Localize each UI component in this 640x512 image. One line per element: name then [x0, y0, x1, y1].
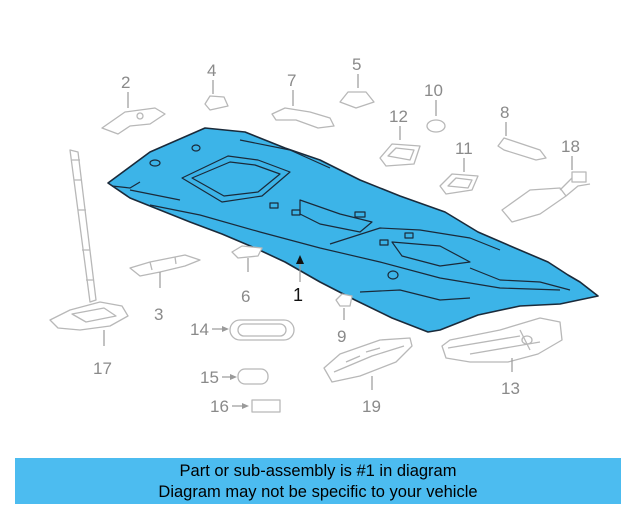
callout-arrow-16 — [242, 403, 249, 409]
part-2-bracket[interactable] — [101, 107, 166, 135]
part-17-strut-detail — [72, 159, 93, 281]
part-6-clip[interactable] — [231, 245, 263, 259]
headliner-slot-2 — [291, 209, 301, 216]
callout-17: 17 — [93, 359, 112, 378]
part-10-plug[interactable] — [426, 119, 446, 133]
parts-diagram: 1 2 3 4 5 6 7 8 9 10 11 12 13 14 — [49, 55, 599, 416]
headliner-rib-5 — [359, 289, 471, 301]
headliner-slot-5 — [354, 211, 366, 218]
callout-1: 1 — [293, 285, 303, 305]
headliner-edge-detail — [111, 181, 141, 189]
part-7-handle[interactable] — [271, 107, 335, 129]
callout-2: 2 — [121, 73, 130, 92]
callout-14: 14 — [190, 320, 209, 339]
info-banner: Part or sub-assembly is #1 in diagram Di… — [15, 458, 621, 504]
part-12-lamp[interactable] — [379, 143, 421, 167]
headliner-hole-1 — [149, 159, 161, 167]
headliner-slot-1 — [269, 202, 279, 209]
part-11-lamp[interactable] — [439, 173, 479, 195]
part-9-clip[interactable] — [335, 293, 353, 307]
banner-line-2: Diagram may not be specific to your vehi… — [158, 483, 478, 501]
headliner-rib-6 — [469, 267, 571, 291]
headliner-recess-2 — [391, 241, 471, 267]
part-12-lens — [387, 147, 415, 161]
callout-5: 5 — [352, 55, 361, 74]
callout-arrow-15 — [230, 374, 237, 380]
part-3-detail — [149, 256, 177, 271]
callout-10: 10 — [424, 81, 443, 100]
part-14-lens — [237, 323, 287, 337]
part-18-module[interactable] — [501, 187, 567, 223]
part-16-lens[interactable] — [251, 399, 281, 413]
headliner-slot-3 — [379, 239, 389, 246]
headliner-rib-3 — [329, 227, 501, 251]
headliner-rib-2 — [129, 189, 181, 201]
part-15-lens[interactable] — [237, 368, 269, 385]
callout-16: 16 — [210, 397, 229, 416]
part-3-bracket[interactable] — [129, 254, 201, 277]
part-19-console[interactable] — [323, 337, 413, 383]
part-13-trim-panel[interactable] — [441, 317, 563, 363]
headliner-rib-4 — [239, 139, 331, 169]
part-14-lamp[interactable] — [229, 319, 295, 341]
callout-18: 18 — [561, 137, 580, 156]
callout-arrow-14 — [222, 326, 229, 332]
callout-12: 12 — [389, 107, 408, 126]
sunroof-opening — [181, 155, 291, 203]
callout-6: 6 — [241, 287, 250, 306]
callout-4: 4 — [207, 61, 216, 80]
part-17-base[interactable] — [49, 301, 129, 331]
callout-11: 11 — [455, 139, 473, 158]
headliner-hole-2 — [191, 144, 201, 152]
part-18-connector — [571, 171, 587, 183]
callout-19: 19 — [362, 397, 381, 416]
callout-13: 13 — [501, 379, 520, 398]
callout-15: 15 — [200, 368, 219, 387]
part-17-strut[interactable] — [69, 149, 97, 303]
callout-7: 7 — [287, 71, 296, 90]
part-19-detail — [333, 345, 405, 373]
callout-3: 3 — [154, 305, 163, 324]
headliner-rib-1 — [149, 204, 561, 291]
headliner-slot-4 — [404, 232, 414, 239]
sunroof-inner-edge — [191, 161, 281, 197]
callout-9: 9 — [337, 327, 346, 346]
part-13-hole — [521, 335, 533, 345]
part-2-hole — [136, 112, 144, 120]
callout-8: 8 — [500, 103, 509, 122]
part-11-lens — [447, 177, 473, 189]
callout-arrow-1 — [296, 255, 304, 264]
part-4-clip[interactable] — [204, 95, 229, 111]
headliner-hole-3 — [387, 270, 399, 280]
part-17-base-detail — [71, 307, 117, 323]
part-8-trim[interactable] — [497, 137, 547, 161]
part-5-lamp[interactable] — [339, 91, 375, 109]
headliner-part-1[interactable] — [107, 127, 599, 333]
banner-line-1: Part or sub-assembly is #1 in diagram — [179, 462, 457, 480]
